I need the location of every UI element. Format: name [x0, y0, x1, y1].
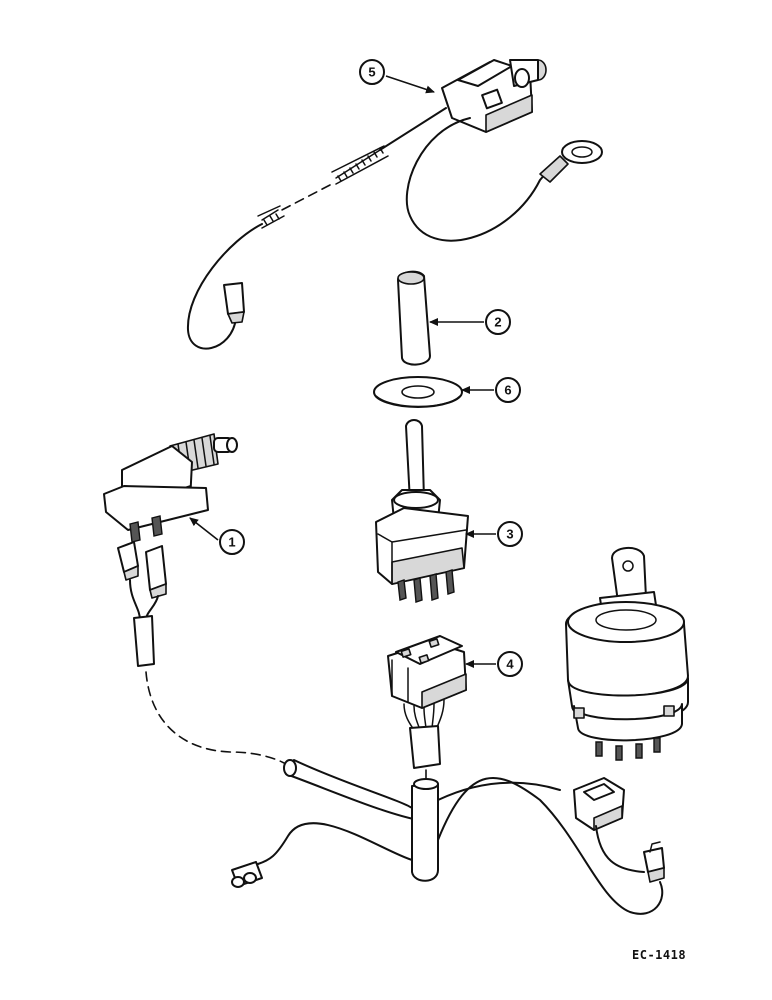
washer-part-6	[373, 376, 463, 408]
toggle-switch-part-3	[375, 419, 469, 603]
callout-6: 6	[461, 377, 521, 403]
ignition-key-switch	[565, 547, 689, 883]
callout-2: 2	[429, 309, 511, 335]
svg-text:6: 6	[504, 383, 511, 398]
push-switch-part-1	[103, 433, 293, 769]
svg-text:5: 5	[368, 65, 375, 80]
toggle-lever-cap-part-2	[397, 270, 431, 366]
main-wiring-harness	[231, 759, 664, 915]
callout-5: 5	[359, 59, 435, 94]
drawing-reference-code: EC-1418	[632, 948, 687, 962]
svg-text:4: 4	[506, 657, 514, 672]
multipin-connector-part-4	[387, 635, 467, 783]
svg-text:2: 2	[494, 315, 501, 330]
svg-text:3: 3	[506, 527, 513, 542]
connector-assembly-part-5	[186, 59, 603, 350]
callout-4: 4	[465, 651, 523, 677]
svg-text:1: 1	[228, 535, 235, 550]
callout-3: 3	[465, 521, 523, 547]
callout-1: 1	[189, 517, 245, 555]
